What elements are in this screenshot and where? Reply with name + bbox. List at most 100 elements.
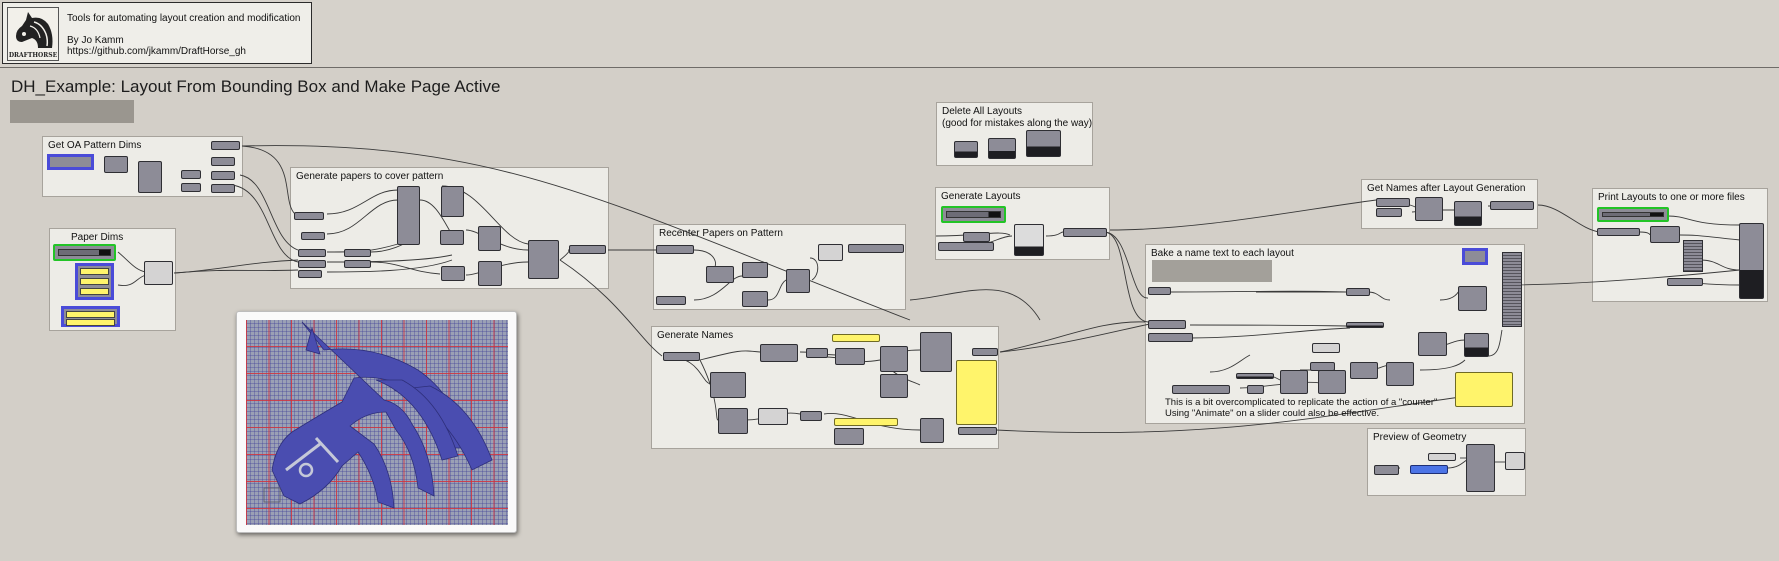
concatenate-node[interactable] [835, 348, 865, 365]
data-dam-node[interactable] [1386, 362, 1414, 386]
series-node[interactable] [710, 372, 746, 398]
list-length-node[interactable] [663, 352, 700, 361]
layout-input-node[interactable] [1376, 198, 1410, 207]
reset-node[interactable] [1172, 385, 1230, 394]
text-tag-node[interactable] [1458, 286, 1487, 311]
dpi-node[interactable] [1667, 278, 1703, 286]
center-node[interactable] [786, 269, 810, 293]
centroid-node[interactable] [742, 291, 768, 307]
paper-size-slider[interactable] [53, 244, 116, 261]
header-url[interactable]: https://github.com/jkamm/DraftHorse_gh [67, 46, 246, 57]
layouts-output-node[interactable] [1063, 228, 1107, 237]
layouts-input-node[interactable] [1148, 333, 1193, 342]
preview-output-node[interactable] [1505, 452, 1525, 470]
viewport-preview[interactable] [236, 311, 517, 533]
layout-activate-node[interactable] [1464, 333, 1489, 357]
make-layouts-node[interactable] [1014, 224, 1044, 256]
print-layouts-node[interactable] [1739, 223, 1764, 299]
join-node[interactable] [880, 374, 908, 398]
gate-node[interactable] [1247, 385, 1264, 394]
series-node[interactable] [441, 266, 465, 281]
colour-swatch-node[interactable] [1410, 465, 1448, 474]
print-path-node[interactable] [1597, 228, 1640, 236]
paper-dims-params[interactable] [75, 263, 114, 300]
papers-input-node[interactable] [938, 242, 994, 251]
get-layout-names-node[interactable] [1415, 197, 1443, 221]
names-out-node[interactable] [1490, 201, 1534, 210]
colour-node-light[interactable] [1428, 453, 1456, 461]
format-node[interactable] [834, 428, 864, 445]
number-node[interactable] [344, 249, 371, 257]
counter-node[interactable] [1280, 370, 1308, 394]
geometry-input-node[interactable] [1374, 465, 1399, 475]
item-select-node[interactable] [1418, 332, 1447, 356]
names-input-node[interactable] [1148, 320, 1186, 329]
series-node[interactable] [440, 230, 464, 245]
text-node[interactable] [806, 348, 828, 358]
increment-node[interactable] [1350, 362, 1378, 379]
rectangle-node[interactable] [397, 186, 420, 245]
merge-node[interactable] [920, 332, 952, 372]
group-preview-geometry[interactable]: Preview of Geometry [1367, 428, 1526, 496]
print-toggle-slider[interactable] [1597, 207, 1669, 222]
geometry-param[interactable] [47, 154, 94, 170]
number-node[interactable] [301, 232, 325, 240]
number-node[interactable] [344, 260, 371, 268]
name-prefix-panel[interactable] [832, 334, 880, 342]
format-node[interactable] [760, 344, 798, 362]
run-toggle-slider[interactable] [941, 206, 1006, 223]
print-settings-node[interactable] [1650, 226, 1680, 243]
number-node[interactable] [298, 260, 326, 268]
recentered-output-node[interactable] [848, 244, 904, 253]
domain-node[interactable] [181, 170, 201, 179]
suffix-panel[interactable] [834, 418, 898, 426]
grid-node[interactable] [528, 240, 559, 279]
print-params-node[interactable] [1683, 240, 1703, 272]
expression-node[interactable] [211, 157, 235, 166]
move-node-light[interactable] [818, 244, 843, 261]
number-node[interactable] [298, 249, 326, 257]
layout-info-node[interactable] [1454, 201, 1482, 226]
timer-node[interactable] [1236, 373, 1274, 379]
output-node[interactable] [211, 141, 240, 150]
names-list-node[interactable] [958, 427, 997, 435]
division-node[interactable] [441, 186, 464, 217]
item-node[interactable] [800, 411, 822, 421]
number-node[interactable] [294, 212, 324, 220]
bbox-node[interactable] [706, 266, 734, 283]
deconstruct-box-node[interactable] [138, 161, 162, 193]
delete-layouts-node[interactable] [988, 138, 1016, 159]
counter-node[interactable] [1318, 370, 1346, 394]
expression-node[interactable] [211, 171, 235, 180]
move-node[interactable] [478, 226, 501, 251]
number-node[interactable] [298, 270, 322, 278]
boolean-toggle-node[interactable] [954, 141, 978, 158]
group-recenter-papers[interactable]: Recenter Papers on Pattern [653, 224, 906, 310]
pattern-input-node[interactable] [656, 296, 686, 305]
names-panel[interactable] [956, 360, 997, 425]
cull-node[interactable] [1346, 322, 1384, 328]
counter-panel[interactable] [1455, 372, 1513, 407]
text-input-node[interactable] [1148, 287, 1171, 295]
move-node[interactable] [478, 261, 502, 286]
expression-node[interactable] [211, 184, 235, 193]
vector-node[interactable] [742, 262, 768, 278]
paper-input-node[interactable] [656, 245, 694, 254]
sort-output-node[interactable] [920, 418, 944, 443]
font-param[interactable] [1462, 248, 1488, 265]
papers-output-node[interactable] [569, 245, 606, 254]
text-split-node[interactable] [758, 408, 788, 425]
orientation-param[interactable] [61, 306, 120, 327]
join-node[interactable] [880, 346, 908, 372]
refresh-node[interactable] [1376, 208, 1402, 217]
paper-dims-merge-node[interactable] [144, 261, 173, 285]
number-node[interactable] [1346, 288, 1370, 296]
sort-node[interactable] [718, 408, 748, 434]
domain-node[interactable] [181, 183, 201, 192]
number-node[interactable] [963, 232, 990, 242]
boolean-node-light[interactable] [1312, 343, 1340, 353]
delete-all-button[interactable] [1026, 130, 1061, 157]
custom-preview-node[interactable] [1466, 444, 1495, 492]
bake-text-node[interactable] [1502, 252, 1522, 327]
bounding-box-node[interactable] [104, 156, 128, 173]
